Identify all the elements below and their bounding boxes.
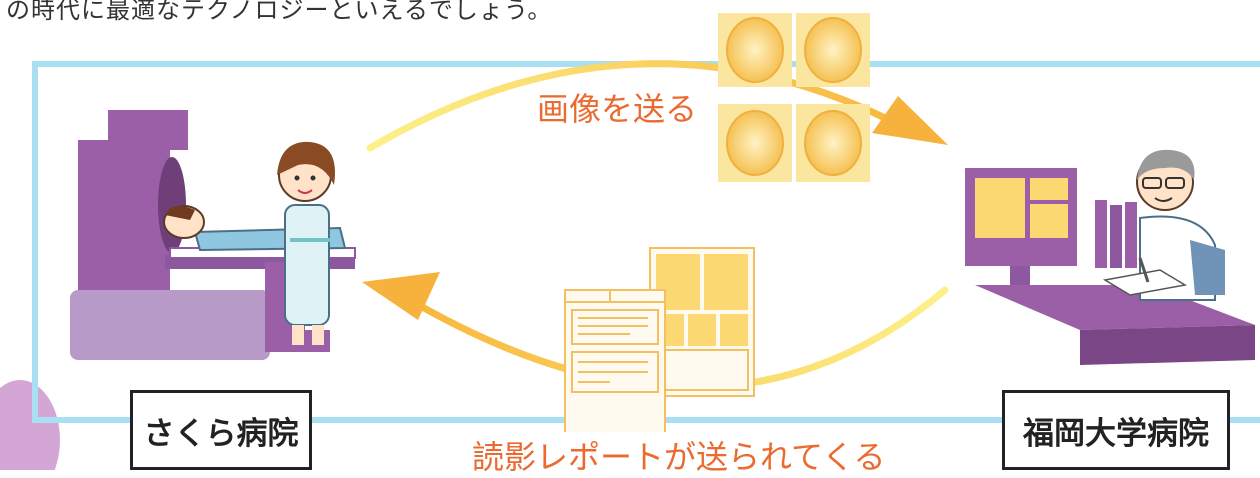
report-return-label: 読影レポートが送られてくる: [468, 432, 890, 478]
workstation: [965, 168, 1255, 365]
destination-hospital-name: 福岡大学病院: [1023, 415, 1209, 452]
source-hospital-box: さくら病院: [130, 390, 312, 470]
report-documents: [564, 247, 755, 461]
destination-hospital-box: 福岡大学病院: [1002, 390, 1230, 470]
intro-text: の時代に最適なテクノロジーといえるでしょう。: [6, 0, 553, 24]
brain-images: [718, 13, 870, 182]
send-images-label: 画像を送る: [537, 90, 698, 128]
decorative-blob: [0, 380, 60, 470]
send-arrow: [366, 60, 948, 152]
doctor: [1102, 149, 1225, 301]
source-hospital-name: さくら病院: [143, 415, 299, 452]
nurse: [277, 141, 335, 345]
